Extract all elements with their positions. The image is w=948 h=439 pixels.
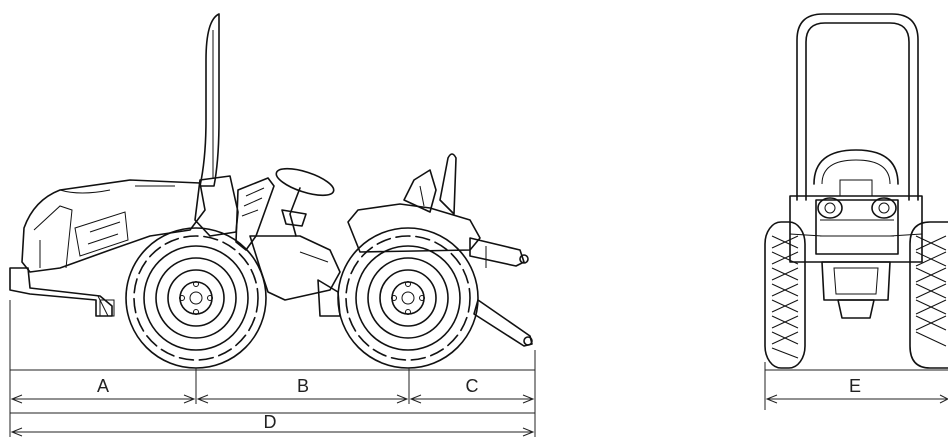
front-view-left-tire [764, 221, 806, 369]
side-dimension-lines [9, 300, 536, 437]
dimension-label-d: D [264, 412, 277, 432]
front-view-right-tire [909, 221, 948, 369]
tractor-side-view [9, 13, 533, 369]
dimension-label-c: C [466, 376, 479, 396]
front-dimension-lines [764, 362, 948, 410]
rear-wheel [337, 227, 479, 369]
dimension-label-b: B [297, 376, 309, 396]
front-wheel [125, 227, 267, 369]
dimension-label-a: A [97, 376, 109, 396]
dimension-label-e: E [849, 376, 861, 396]
tractor-front-view [764, 13, 948, 369]
